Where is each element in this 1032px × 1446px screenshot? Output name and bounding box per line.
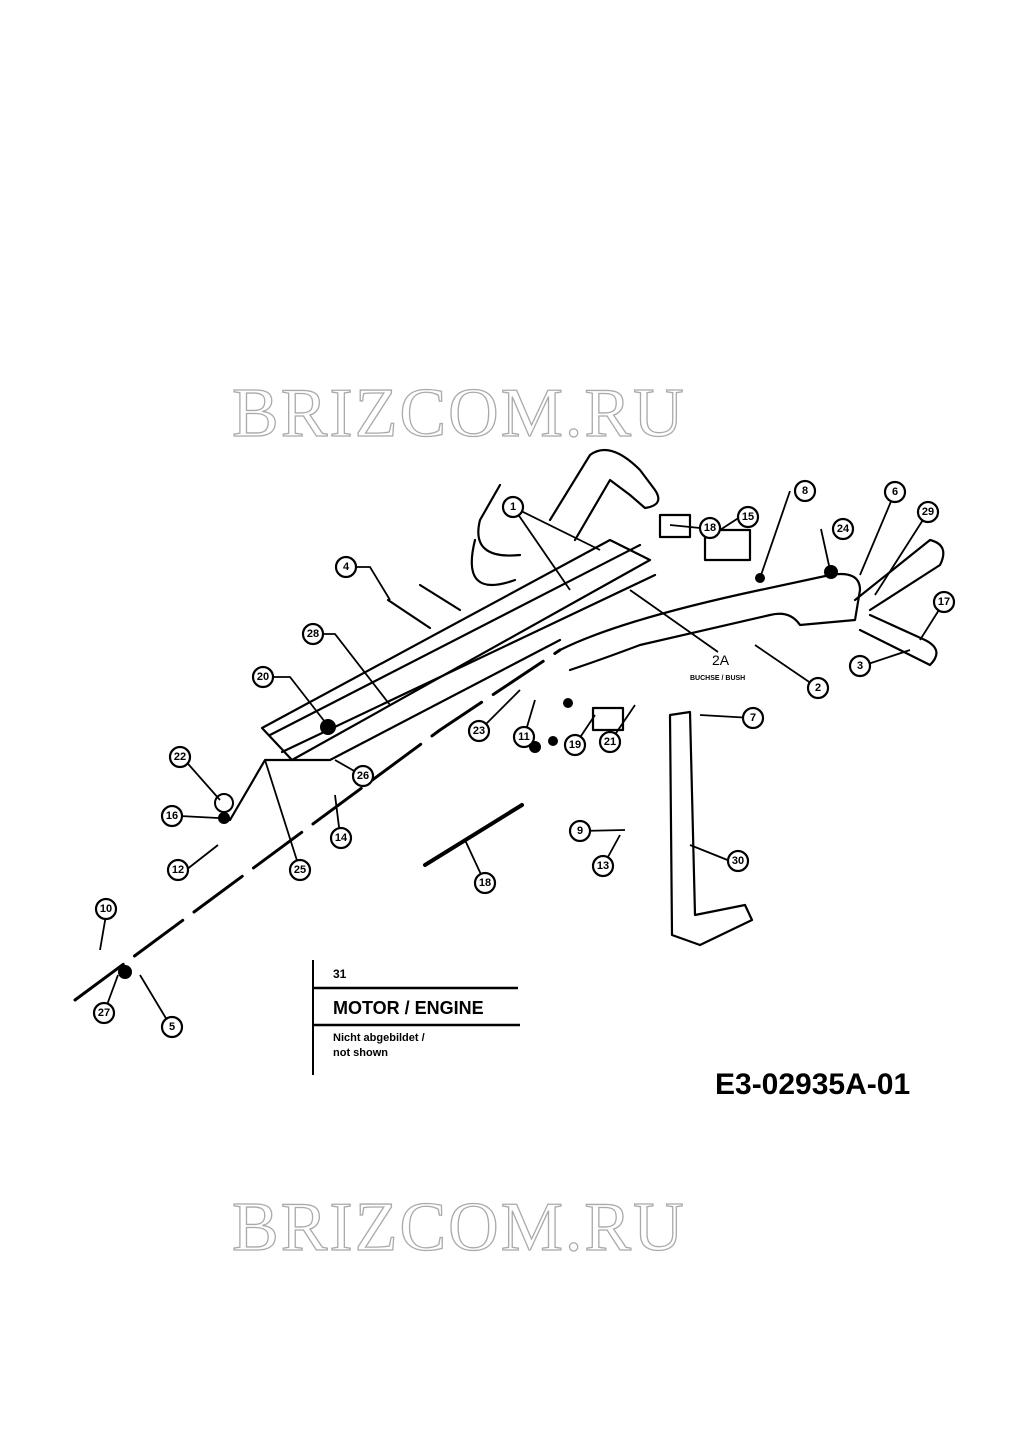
leader-lines: [99, 490, 945, 1026]
callout-7: 7: [741, 706, 765, 730]
callout-16: 16: [160, 804, 184, 828]
svg-text:11: 11: [518, 731, 530, 743]
svg-text:22: 22: [174, 751, 186, 763]
callout-6: 6: [883, 480, 907, 504]
callout-30: 30: [726, 849, 750, 873]
callout-29: 29: [916, 500, 940, 524]
svg-text:1: 1: [510, 501, 516, 513]
legend-note-1: Nicht abgebildet /: [333, 1032, 425, 1044]
drawing-code: E3-02935A-01: [715, 1068, 911, 1101]
callout-4: 4: [334, 555, 358, 579]
svg-text:27: 27: [98, 1007, 110, 1019]
svg-text:9: 9: [577, 825, 583, 837]
svg-text:15: 15: [742, 511, 754, 523]
svg-text:18: 18: [479, 877, 491, 889]
svg-text:24: 24: [837, 523, 850, 535]
svg-text:14: 14: [335, 832, 348, 844]
svg-text:BRIZCOM.RU: BRIZCOM.RU: [232, 375, 686, 452]
svg-text:18: 18: [704, 522, 716, 534]
callout-22: 22: [168, 745, 192, 769]
callout-10: 10: [94, 897, 118, 921]
svg-text:23: 23: [473, 725, 485, 737]
legend-lines: [312, 960, 520, 1075]
watermark-top: BRIZCOM.RU: [231, 374, 686, 452]
svg-text:17: 17: [938, 596, 950, 608]
callout-1: 1: [501, 495, 525, 519]
svg-text:5: 5: [169, 1021, 175, 1033]
callout-8: 8: [793, 479, 817, 503]
callout-25: 25: [288, 858, 312, 882]
legend-title: MOTOR / ENGINE: [333, 998, 484, 1018]
svg-text:7: 7: [750, 712, 756, 724]
svg-text:21: 21: [604, 736, 616, 748]
svg-text:3: 3: [857, 660, 863, 672]
callout-14: 14: [329, 826, 353, 850]
svg-text:6: 6: [892, 486, 898, 498]
callout-12: 12: [166, 858, 190, 882]
svg-text:25: 25: [294, 864, 306, 876]
handle-assembly: [73, 448, 945, 1002]
svg-text:29: 29: [922, 506, 934, 518]
svg-text:19: 19: [569, 739, 581, 751]
legend-note-2: not shown: [333, 1047, 388, 1059]
svg-text:12: 12: [172, 864, 184, 876]
bush-label: BUCHSE / BUSH: [690, 675, 746, 682]
svg-text:28: 28: [307, 628, 319, 640]
callout-9: 9: [568, 819, 592, 843]
callout-3: 3: [848, 654, 872, 678]
svg-text:16: 16: [166, 810, 178, 822]
callout-17: 17: [932, 590, 956, 614]
svg-text:26: 26: [357, 770, 369, 782]
svg-text:20: 20: [257, 671, 269, 683]
watermark-middle: BRIZCOM.RU: [231, 1188, 686, 1266]
callout-23: 23: [467, 719, 491, 743]
svg-text:10: 10: [100, 903, 112, 915]
svg-text:30: 30: [732, 855, 744, 867]
callout-19-lower: 19: [563, 733, 587, 757]
callout-18-lower: 18: [473, 871, 497, 895]
callout-13: 13: [591, 854, 615, 878]
callout-11: 11: [512, 725, 536, 749]
svg-text:BRIZCOM.RU: BRIZCOM.RU: [232, 1189, 686, 1266]
callout-26: 26: [351, 764, 375, 788]
legend-number: 31: [333, 967, 347, 981]
callout-20: 20: [251, 665, 275, 689]
callout-18: 18: [698, 516, 722, 540]
svg-text:13: 13: [597, 860, 609, 872]
svg-text:4: 4: [343, 561, 350, 573]
callout-21: 21: [598, 730, 622, 754]
callouts: 1 4 28 20 22 16 12 10 27 5 25 26 14 18 9…: [92, 479, 956, 1039]
callout-28: 28: [301, 622, 325, 646]
callout-24: 24: [831, 517, 855, 541]
svg-text:2: 2: [815, 682, 821, 694]
callout-15: 15: [736, 505, 760, 529]
callout-27: 27: [92, 1001, 116, 1025]
callout-2: 2: [806, 676, 830, 700]
callout-5: 5: [160, 1015, 184, 1039]
svg-text:8: 8: [802, 485, 808, 497]
bush-number: 2A: [712, 652, 730, 668]
